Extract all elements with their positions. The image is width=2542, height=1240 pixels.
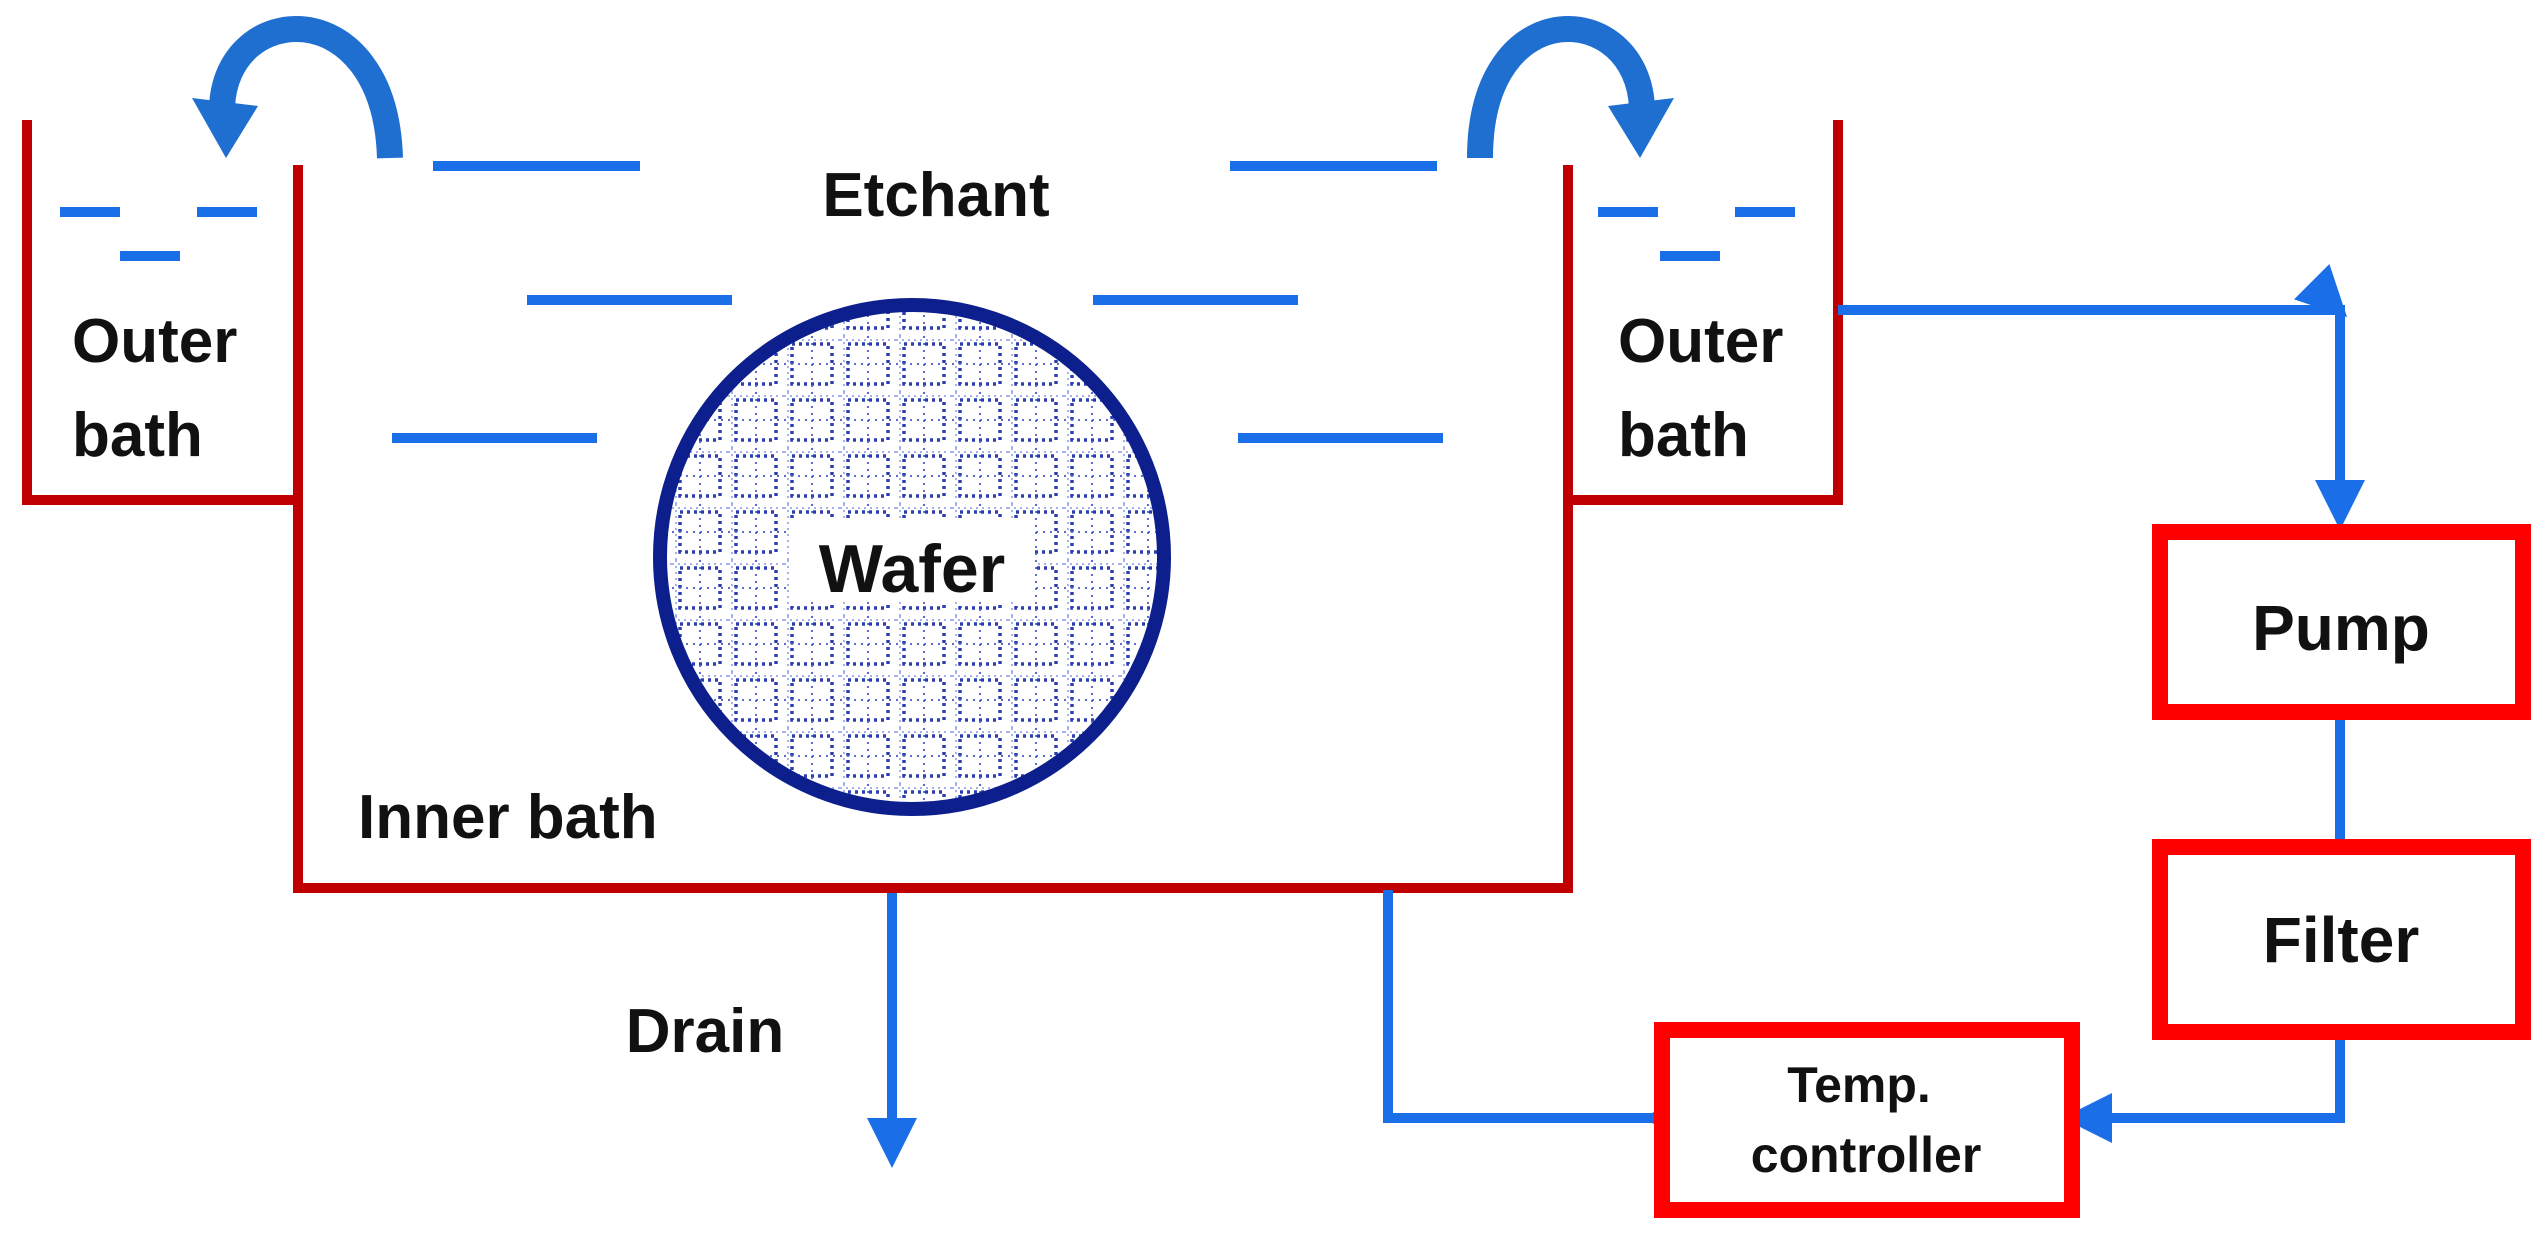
pump-label: Pump: [2252, 592, 2430, 664]
etchant-surface-lines: [60, 161, 1795, 443]
etchant-label: Etchant: [822, 161, 1049, 230]
temp-controller-label: Temp. controller: [1751, 1057, 1982, 1183]
temp-controller-line2: controller: [1751, 1127, 1982, 1183]
outer-bath-left-line2: bath: [72, 401, 203, 470]
flow-temp-to-inner-bath: [1383, 890, 1692, 1143]
temp-controller-box: [1654, 1022, 2080, 1218]
pump-box: [2152, 524, 2531, 720]
outer-bath-left-line1: Outer: [72, 307, 237, 376]
left-outer-bath-wall: [22, 120, 298, 505]
wafer-outline: [653, 298, 1171, 816]
wafer-label: Wafer: [819, 531, 1005, 607]
filter-box: [2152, 839, 2531, 1040]
wafer-label-backdrop: [790, 518, 1035, 602]
flow-lines: [867, 264, 2365, 1168]
tank-walls: [22, 120, 1843, 893]
inner-bath-label: Inner bath: [358, 783, 658, 852]
outer-bath-right-line1: Outer: [1618, 307, 1783, 376]
right-outer-bath-wall: [1568, 120, 1843, 505]
curved-arrow-icon: [1467, 16, 1674, 159]
flow-to-pump: [1838, 264, 2365, 530]
outer-bath-right-line2: bath: [1618, 401, 1749, 470]
outer-bath-right-label: Outer bath: [1618, 307, 1801, 470]
temp-controller-line1: Temp.: [1787, 1057, 1931, 1113]
inner-bath-wall: [293, 165, 1573, 893]
curved-arrow-icon: [192, 16, 403, 159]
flow-filter-to-temp: [2062, 1032, 2345, 1143]
drain-label: Drain: [626, 997, 784, 1066]
filter-label: Filter: [2263, 904, 2419, 976]
wafer-grid-icon: [653, 298, 1171, 816]
outer-bath-left-label: Outer bath: [72, 307, 255, 470]
